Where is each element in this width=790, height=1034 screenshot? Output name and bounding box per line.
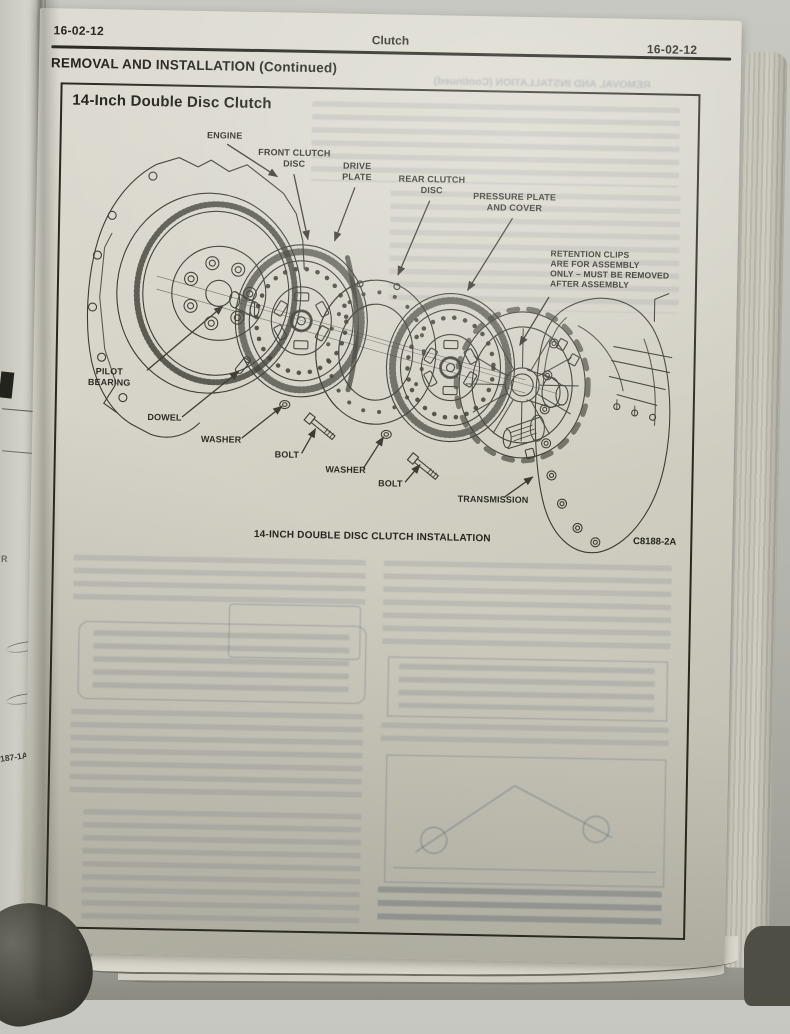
left-page-margin-code: 187-1A bbox=[0, 750, 29, 764]
figure-caption: 14-INCH DOUBLE DISC CLUTCH INSTALLATION bbox=[253, 529, 491, 545]
washer-2-drawing bbox=[380, 429, 392, 439]
header-right-code: 16-02-12 bbox=[646, 42, 698, 58]
washer-1-drawing bbox=[279, 400, 291, 410]
front-clutch-disc-drawing bbox=[234, 244, 368, 398]
manual-page: 16-02-12 Clutch 16-02-12 REMOVAL AND INS… bbox=[22, 8, 742, 965]
ghost-text-block bbox=[382, 560, 672, 654]
ghost-text-block bbox=[81, 808, 362, 927]
pressure-plate-cover-drawing bbox=[453, 306, 591, 464]
ghost-text-block bbox=[398, 663, 656, 713]
ghost-chart-box bbox=[384, 754, 667, 888]
transmission-drawing bbox=[502, 293, 673, 554]
label-transmission: TRANSMISSION bbox=[457, 493, 529, 506]
label-washer-1: WASHER bbox=[200, 434, 242, 445]
figure-code: C8188-2A bbox=[632, 535, 677, 548]
left-page-black-bar bbox=[0, 371, 15, 399]
bolt-2-drawing bbox=[406, 452, 440, 481]
label-retention-clips: RETENTION CLIPS ARE FOR ASSEMBLY ONLY – … bbox=[549, 248, 670, 290]
ghost-table-box bbox=[387, 656, 669, 722]
figure-title: 14-Inch Double Disc Clutch bbox=[72, 91, 272, 113]
ghost-text-block bbox=[73, 554, 366, 613]
table-surface-corner bbox=[744, 926, 790, 1006]
section-heading: REMOVAL AND INSTALLATION (Continued) bbox=[50, 55, 338, 76]
ghost-chart-lines bbox=[393, 785, 656, 873]
ghost-text-block bbox=[380, 722, 669, 754]
engine-bellhousing-drawing bbox=[86, 156, 305, 438]
label-pressure-plate-cover: PRESSURE PLATE AND COVER bbox=[473, 190, 557, 213]
left-page-edge-letter: R bbox=[1, 554, 8, 564]
label-dowel: DOWEL bbox=[147, 412, 182, 423]
rear-clutch-disc-drawing bbox=[385, 293, 516, 443]
label-pilot-bearing: PILOT BEARING bbox=[87, 366, 131, 388]
ghost-callout-box bbox=[77, 620, 367, 705]
ghost-text-block bbox=[69, 708, 364, 803]
label-bolt-2: BOLT bbox=[378, 478, 403, 489]
bolt-1-drawing bbox=[303, 412, 336, 441]
label-drive-plate: DRIVE PLATE bbox=[342, 160, 372, 182]
label-bolt-1: BOLT bbox=[274, 449, 300, 460]
ring-gear-arc bbox=[344, 255, 359, 393]
label-washer-2: WASHER bbox=[325, 464, 366, 476]
ghost-text-block bbox=[92, 630, 350, 695]
dowel-pin-drawing bbox=[234, 356, 252, 375]
label-engine: ENGINE bbox=[206, 130, 243, 141]
ghost-caution-block bbox=[377, 886, 662, 932]
figure-box: 14-Inch Double Disc Clutch bbox=[45, 82, 701, 940]
